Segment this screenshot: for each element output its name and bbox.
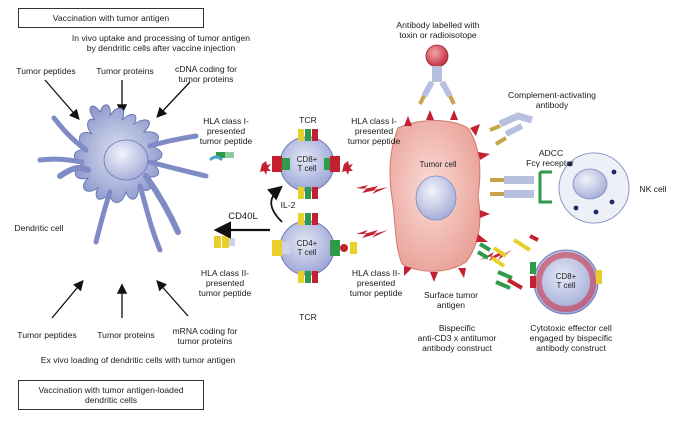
top-caption-line-2: by dendritic cells after vaccine injecti… (86, 43, 236, 53)
cd8-effector-tcell (530, 249, 602, 315)
cd40l-label: CD40L (228, 211, 258, 222)
bottom-box-line-1: Vaccination with tumor antigen-loaded (38, 385, 184, 395)
top-caption-line-1: In vivo uptake and processing of tumor a… (71, 33, 251, 43)
tcr-top-label: TCR (299, 115, 317, 125)
nk-cell-label: NK cell (639, 184, 667, 194)
bispecific-2: anti-CD3 x antitumor (417, 333, 497, 343)
cd4-cell-label-1: CD4+ (296, 239, 318, 248)
antibody-toxin-2: toxin or radioisotope (399, 30, 477, 40)
bottom-box-line-2: dendritic cells (84, 395, 138, 405)
bispecific-antibodies (476, 234, 539, 290)
cd8-effector-label-1: CD8+ (555, 272, 577, 281)
hla2-right-3: tumor peptide (349, 288, 403, 298)
hla2-right-2: presented (356, 278, 396, 288)
cd8-cell-label-1: CD8+ (296, 155, 318, 164)
input-arrows-top (44, 79, 191, 120)
bottom-input-proteins: Tumor proteins (97, 330, 155, 340)
complement-2: antibody (535, 100, 569, 110)
bottom-input-peptides: Tumor peptides (17, 330, 77, 340)
bispecific-1: Bispecific (438, 323, 476, 333)
dendritic-cell-label: Dendritic cell (14, 223, 64, 233)
il2-label: IL-2 (280, 200, 296, 210)
bottom-box: Vaccination with tumor antigen-loaded de… (18, 380, 204, 410)
surface-antigen-1: Surface tumor (424, 290, 478, 300)
cytotoxic-signals (356, 185, 512, 261)
cd4-tcell (272, 213, 357, 283)
hla2-right-1: HLA class II- (351, 268, 401, 278)
hla1-dendritic (208, 152, 234, 162)
toxin-antibody (418, 44, 456, 105)
tcr-bottom-label: TCR (299, 312, 317, 322)
hla2-left-1: HLA class II- (200, 268, 250, 278)
cytotoxic-2: engaged by bispecific (529, 333, 613, 343)
top-input-cdna-2: tumor proteins (178, 74, 234, 84)
hla1-left-2: presented (206, 126, 246, 136)
fc-receptor-label: Fcγ receptor (526, 158, 574, 168)
hla1-left-1: HLA class I- (203, 116, 249, 126)
hla1-right-2: presented (354, 126, 394, 136)
il2-arrow (267, 185, 283, 223)
top-box: Vaccination with tumor antigen (18, 8, 204, 28)
bottom-caption: Ex vivo loading of dendritic cells with … (40, 355, 236, 365)
hla1-left-3: tumor peptide (199, 136, 253, 146)
adcc-label: ADCC (538, 148, 564, 158)
tumor-cell-label: Tumor cell (419, 160, 457, 169)
top-input-peptides: Tumor peptides (16, 66, 76, 76)
top-input-proteins: Tumor proteins (96, 66, 154, 76)
top-input-cdna-1: cDNA coding for (174, 64, 238, 74)
bottom-input-mrna-2: tumor proteins (177, 336, 233, 346)
nk-cell (558, 152, 630, 224)
cd8-tcell (260, 129, 353, 199)
hla2-left-3: tumor peptide (198, 288, 252, 298)
input-arrows-bottom (51, 280, 189, 319)
bispecific-3: antibody construct (422, 343, 492, 353)
antibody-toxin-1: Antibody labelled with (396, 20, 480, 30)
dendritic-cell (37, 104, 209, 253)
hla1-right-1: HLA class I- (351, 116, 397, 126)
bottom-input-mrna-1: mRNA coding for (172, 326, 238, 336)
complement-1: Complement-activating (508, 90, 596, 100)
hla2-dendritic (214, 236, 235, 248)
tumor-cell (389, 110, 490, 282)
complement-antibody (489, 112, 533, 146)
cytotoxic-3: antibody construct (536, 343, 606, 353)
cd4-cell-label-2: T cell (297, 248, 317, 257)
cytotoxic-1: Cytotoxic effector cell (530, 323, 612, 333)
surface-antigen-2: antigen (436, 300, 466, 310)
cd8-cell-label-2: T cell (297, 164, 317, 173)
adcc-antibody (490, 170, 552, 204)
hla2-left-2: presented (205, 278, 245, 288)
cd8-effector-label-2: T cell (556, 281, 576, 290)
hla1-right-3: tumor peptide (347, 136, 401, 146)
